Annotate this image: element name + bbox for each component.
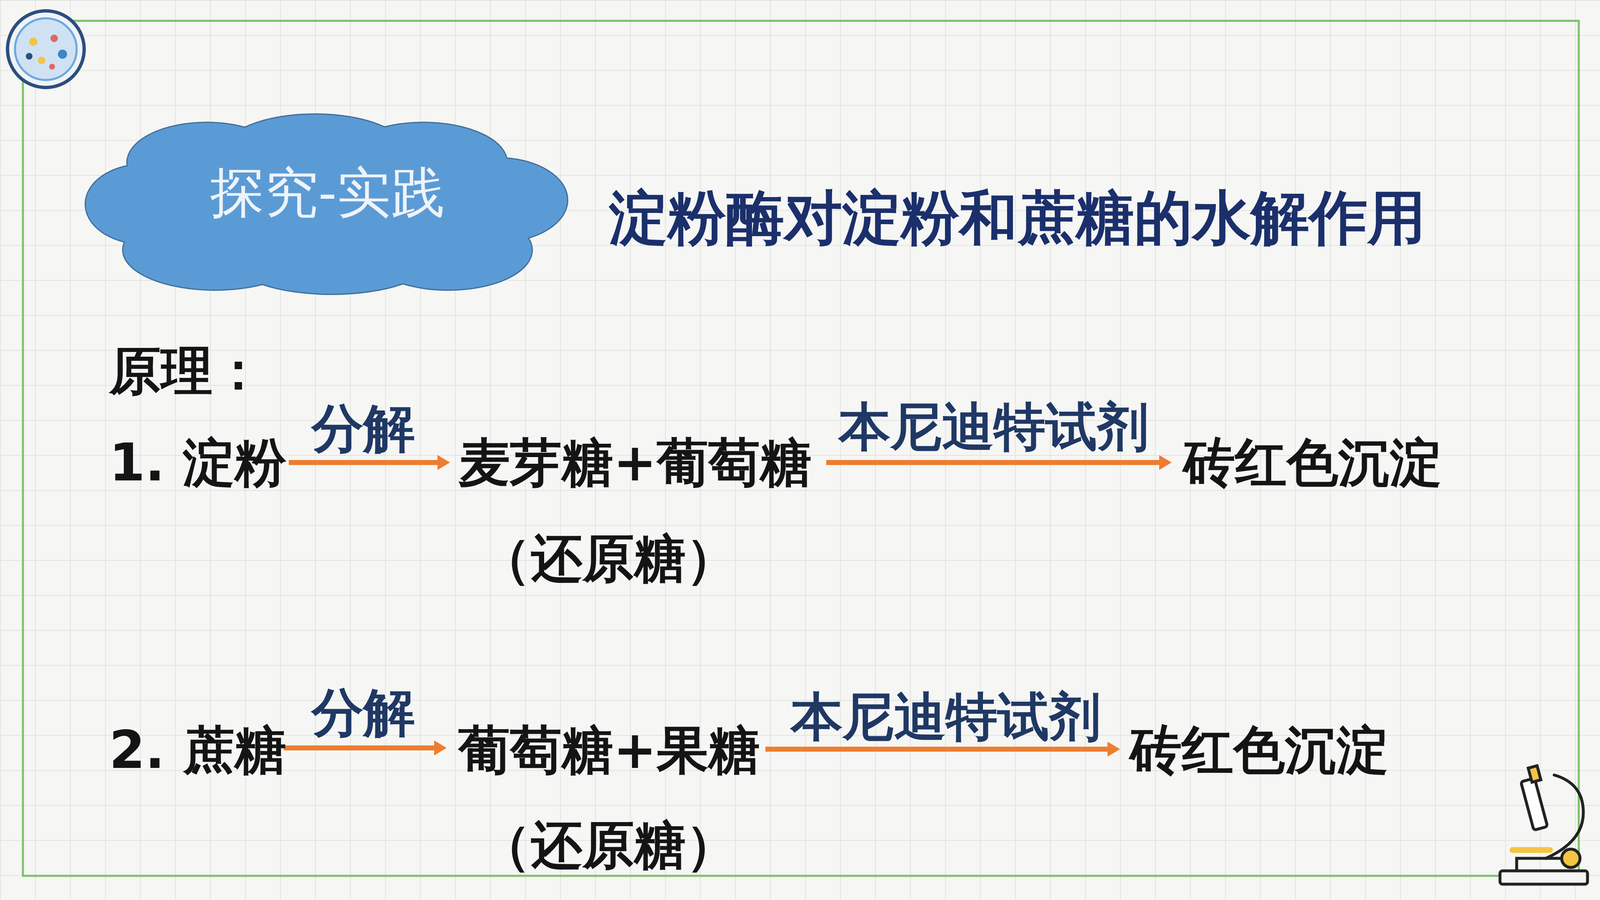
note: （还原糖）	[479, 815, 738, 875]
result: 砖红色沉淀	[1183, 432, 1442, 493]
arrow-label: 分解	[311, 682, 415, 743]
petri-dish-icon	[7, 10, 85, 88]
cloud-badge: 探究-实践	[81, 112, 574, 296]
slide-title: 淀粉酶对淀粉和蔗糖的水解作用	[609, 184, 1426, 252]
substrate: 2. 蔗糖	[109, 720, 287, 780]
result: 砖红色沉淀	[1130, 720, 1389, 780]
product: 麦芽糖+葡萄糖	[458, 432, 812, 493]
arrow-label: 分解	[311, 398, 415, 459]
section-heading: 原理：	[109, 341, 265, 401]
note: （还原糖）	[479, 528, 738, 589]
slide-frame	[22, 20, 1579, 876]
substrate: 1. 淀粉	[109, 432, 287, 493]
microscope-icon	[1500, 765, 1588, 885]
badge-text: 探究-实践	[210, 156, 445, 230]
product: 葡萄糖+果糖	[458, 720, 760, 780]
reagent-label: 本尼迪特试剂	[790, 687, 1101, 747]
arrow	[283, 455, 1172, 757]
reagent-label: 本尼迪特试剂	[838, 397, 1149, 457]
